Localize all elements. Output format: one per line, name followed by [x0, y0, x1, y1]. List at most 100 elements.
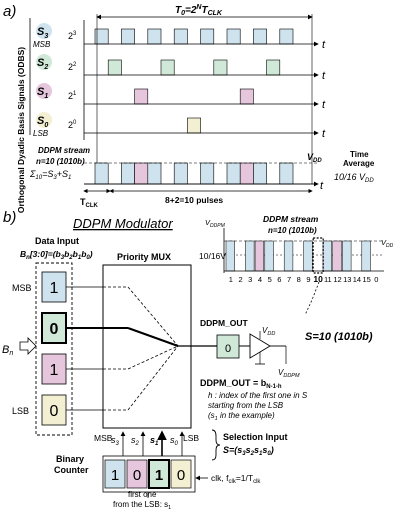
inset-pulse — [283, 240, 294, 272]
signal-t-label: t — [322, 99, 326, 111]
stream-pulse — [226, 162, 241, 185]
stream-pulse — [147, 162, 162, 185]
panel-b-label: b) — [3, 209, 16, 226]
bit-value: 0 — [50, 321, 59, 338]
panel-b: b) DDPM Modulator Data Input Bn[3:0]=(b3… — [2, 209, 394, 510]
mux-route-line — [127, 345, 179, 411]
data-input-box — [35, 262, 73, 436]
stream-n-a: n=10 (1010b) — [36, 157, 85, 166]
selection-eq: S=(s3s2s1s0) — [223, 445, 274, 457]
sel-msb-label: MSB — [94, 433, 113, 443]
selection-title: Selection Input — [223, 432, 288, 442]
time-average-value: 10/16 VDD — [334, 172, 374, 184]
signal-pulse — [253, 28, 267, 45]
inset-pulse — [245, 240, 255, 272]
counter-bit — [104, 459, 126, 489]
sel-name: s0 — [170, 435, 179, 447]
priority-mux-box[interactable] — [102, 264, 192, 429]
tclk-label: TCLK — [80, 197, 98, 209]
signal-t-label: t — [322, 128, 326, 140]
formula-desc2: starting from the LSB — [208, 401, 284, 410]
inset-tick: 1 — [229, 275, 233, 284]
vdd-label-a: VDD — [307, 152, 322, 164]
stream-row-a: DDPM stream n=10 (1010b) Σ10=S3+S1 VDD T… — [29, 146, 375, 192]
signal-name: S0 — [37, 115, 48, 129]
inset-tick: 11 — [324, 275, 332, 284]
inset-pulse — [332, 240, 342, 272]
ddpm-out-label: DDPM_OUT — [200, 318, 249, 328]
time-average-title2: Average — [343, 159, 375, 168]
signal-pulse — [239, 88, 254, 105]
signal-tag: MSB — [33, 40, 51, 49]
signal-pulse — [107, 59, 122, 76]
clk-label: clk, fclk=1/Tclk — [211, 473, 261, 485]
inset-highlight-box — [312, 237, 324, 274]
mux-title: Priority MUX — [117, 252, 171, 262]
buffer-vdd-label: VDD — [262, 326, 275, 337]
bn-input-arrow — [19, 337, 37, 355]
signal-weight: 23 — [68, 31, 77, 41]
signal-badge — [36, 54, 52, 70]
signal-pulse — [213, 59, 228, 76]
bn-label: Bn — [2, 344, 13, 357]
bit-box[interactable] — [41, 271, 67, 303]
counter-bit-value: 0 — [133, 467, 141, 484]
stream-pulse — [239, 162, 254, 185]
signal-pulse — [279, 28, 294, 45]
signal-pulse — [134, 88, 149, 105]
inset-pulse — [225, 240, 235, 272]
bit-value: 0 — [50, 403, 59, 420]
bit-box[interactable] — [41, 353, 67, 385]
inset-pulses — [225, 240, 371, 272]
stream-title-a: DDPM stream — [38, 146, 90, 155]
stream-pulse — [253, 162, 267, 185]
bit-value: 1 — [50, 362, 59, 379]
inset-tick: 14 — [353, 275, 361, 284]
inset-tick: 7 — [287, 275, 291, 284]
inset-tick: 3 — [248, 275, 252, 284]
stream-pulse — [94, 162, 109, 185]
bit-label: LSB — [12, 406, 29, 416]
highlight-pointer — [304, 281, 320, 316]
stream-pulse — [134, 162, 149, 185]
formula-desc3: (s1 in the example) — [208, 411, 275, 422]
signal-pulse — [266, 59, 281, 76]
data-input-bus: Bn[3:0]=(b3b2b1b0) — [20, 249, 93, 261]
mux-route-line — [127, 345, 179, 370]
stream-inset: VDDPM DDPM stream n=10 (1010b) VDD 10/16… — [199, 214, 394, 316]
data-input-title: Data Input — [35, 236, 79, 246]
inset-pulse — [254, 240, 265, 272]
bit-box[interactable] — [41, 394, 67, 426]
bit-value: 1 — [50, 280, 59, 297]
stream-a-pulses — [94, 162, 294, 185]
sel-name: s3 — [111, 435, 120, 447]
selection-brace — [211, 429, 221, 461]
signal-weight: 21 — [68, 91, 77, 101]
signal-badge — [36, 112, 52, 128]
signal-badge — [36, 83, 52, 99]
odbs-axis-title: Orthogonal Dyadic Basis Signals (ODBS) — [16, 47, 26, 213]
inset-tick: 12 — [333, 275, 341, 284]
inset-tick: 6 — [277, 275, 281, 284]
inset-tick: 13 — [343, 275, 351, 284]
inset-n: n=10 (1010b) — [268, 226, 317, 235]
s-value: S=10 (1010b) — [305, 331, 373, 343]
pulses-note: 8+2=10 pulses — [165, 195, 223, 205]
vddpm-label: VDDPM — [278, 368, 300, 379]
inset-tick: 2 — [238, 275, 242, 284]
panel-a: a) T0=2NTCLK Orthogonal Dyadic Basis Sig… — [3, 3, 375, 213]
signal-pulse — [226, 28, 241, 45]
inset-tick: 9 — [306, 275, 310, 284]
first-one-2: from the LSB: s1 — [113, 500, 171, 510]
counter-bit — [170, 459, 192, 489]
inset-tick: 8 — [297, 275, 301, 284]
period-label: T0=2NTCLK — [175, 4, 223, 17]
signal-pulse — [200, 28, 215, 45]
bit-box[interactable] — [41, 312, 67, 344]
formula-desc1: h : index of the first one in S — [208, 391, 308, 400]
mux-route-line — [127, 286, 179, 347]
